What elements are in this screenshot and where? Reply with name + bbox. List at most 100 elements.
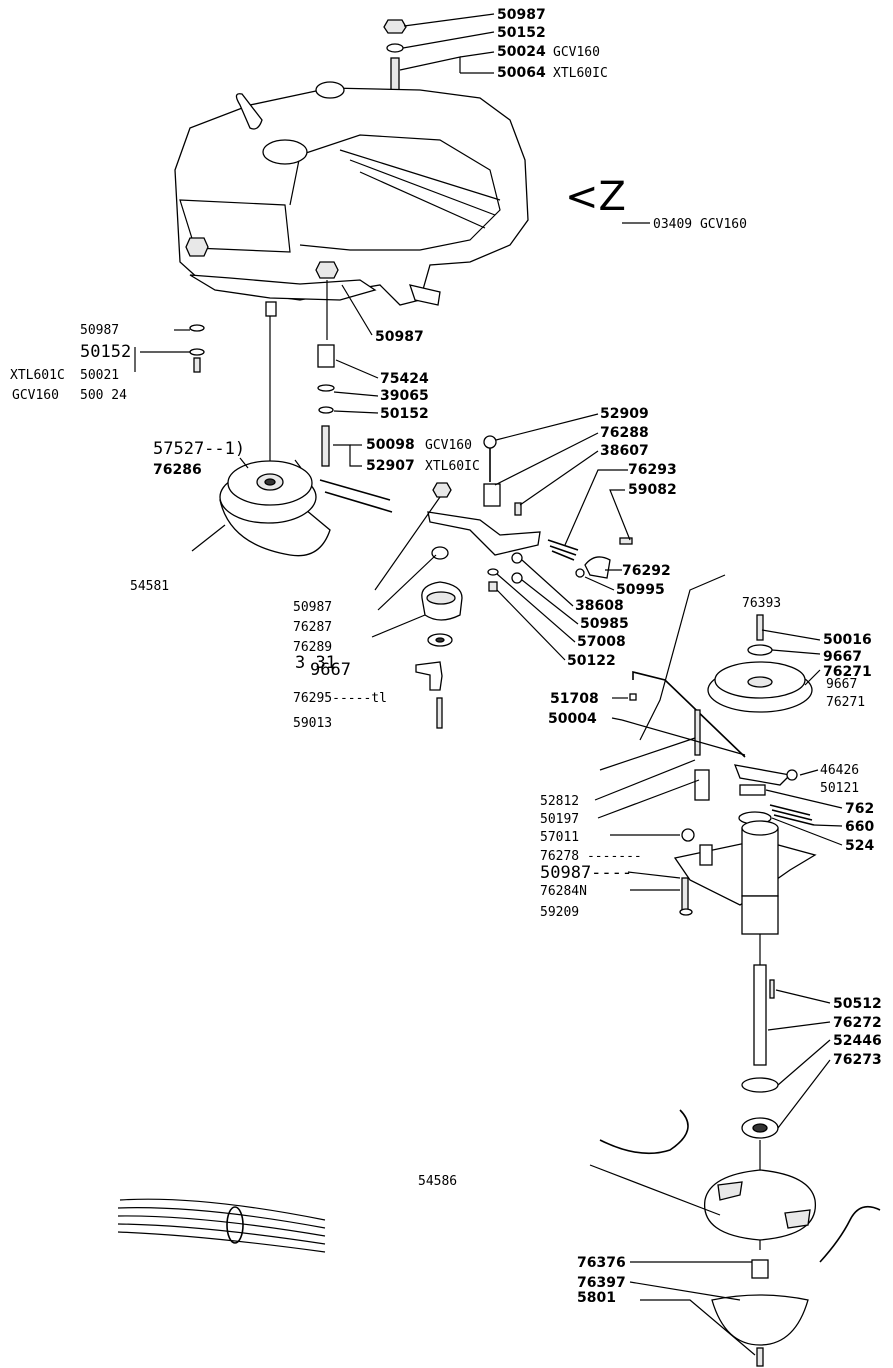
label-header-ref: <Z xyxy=(565,174,626,220)
spring-76293 xyxy=(547,539,579,561)
label-76289: 76289 xyxy=(293,640,332,655)
nut-50987-top xyxy=(383,19,407,34)
label-50064-top: 50064 xyxy=(497,65,546,81)
label-38607: 38607 xyxy=(600,443,649,459)
cup-76397 xyxy=(711,1294,809,1346)
label-50098: 50098 xyxy=(366,437,415,453)
shroud-line-2 xyxy=(349,159,496,216)
belt-strap xyxy=(319,479,393,513)
nut-50987-idler xyxy=(432,482,452,498)
bearing-76273-bore xyxy=(752,1123,768,1133)
washer-9667 xyxy=(747,644,773,656)
label-52909: 52909 xyxy=(600,406,649,422)
label-76272: 76272 xyxy=(833,1015,882,1031)
label-660: 660 xyxy=(845,819,874,835)
leader-lines xyxy=(134,13,843,1356)
label-50512: 50512 xyxy=(833,996,882,1012)
idler-pulley-group xyxy=(415,546,463,729)
rod-51708 xyxy=(632,670,746,758)
label-50987-engine: 50987 xyxy=(375,329,424,345)
nut-57011 xyxy=(681,828,695,842)
washer-57008 xyxy=(487,568,499,576)
label-50098-note: GCV160 xyxy=(425,438,472,453)
label-39065: 39065 xyxy=(380,388,429,404)
blade-disc xyxy=(704,1169,816,1241)
bolt-5801 xyxy=(756,1347,764,1367)
label-50024-left: 500 24 xyxy=(80,388,127,403)
trimmer-line-left xyxy=(599,1109,689,1155)
bolt-52909-head xyxy=(483,435,497,449)
label-50987-c: 50987---- xyxy=(540,863,632,883)
label-762: 762 xyxy=(845,801,874,817)
bundle-strand-1 xyxy=(119,1198,326,1221)
label-76278: 76278 ------- xyxy=(540,849,642,864)
nut-50122 xyxy=(488,581,498,592)
label-50987-b: 50987 xyxy=(293,600,332,615)
label-76287: 76287 xyxy=(293,620,332,635)
spacer-50197 xyxy=(694,769,710,801)
bundle-strand-3 xyxy=(117,1215,326,1237)
label-50985: 50985 xyxy=(580,616,629,632)
label-76288: 76288 xyxy=(600,425,649,441)
bolt-50021-left xyxy=(193,357,201,373)
pulley-bore xyxy=(264,478,276,486)
label-76271-a: 76271 xyxy=(823,664,872,680)
bundle-strand-4 xyxy=(117,1223,326,1245)
label-57527: 57527--1) xyxy=(153,439,245,459)
label-57011: 57011 xyxy=(540,830,579,845)
label-59013: 59013 xyxy=(293,716,332,731)
label-50024-top: 50024 xyxy=(497,44,546,60)
label-59082: 59082 xyxy=(628,482,677,498)
label-50987-top: 50987 xyxy=(497,7,546,23)
label-50021-left: 50021 xyxy=(80,368,119,383)
bolt-50098 xyxy=(321,425,330,467)
washer-50152-top xyxy=(386,43,404,53)
label-51708: 51708 xyxy=(550,691,599,707)
label-9667-c: 9667 xyxy=(826,677,857,692)
label-50016: 50016 xyxy=(823,632,872,648)
label-76376: 76376 xyxy=(577,1255,626,1271)
bearing-52446 xyxy=(741,1077,779,1093)
bolt-50024-top xyxy=(390,57,400,93)
spacer-76376 xyxy=(751,1259,769,1279)
label-76273: 76273 xyxy=(833,1052,882,1068)
blade-disc-group xyxy=(599,1109,881,1367)
label-50024-left-prefix: GCV160 xyxy=(12,388,59,403)
deck-plate-group xyxy=(673,709,817,935)
label-52907: 52907 xyxy=(366,458,415,474)
label-50121: 50121 xyxy=(820,781,859,796)
trimmer-line-bundle-54586 xyxy=(117,1198,326,1253)
engine-assembly xyxy=(174,19,529,470)
spacer-38608 xyxy=(511,552,523,564)
shroud-line-3 xyxy=(359,171,486,229)
label-76393: 76393 xyxy=(742,596,781,611)
spindle-shaft-group xyxy=(741,934,779,1250)
label-50995: 50995 xyxy=(616,582,665,598)
label-76284: 76284N xyxy=(540,884,587,899)
engine-housing xyxy=(174,87,529,306)
label-76292: 76292 xyxy=(622,563,671,579)
nut-50995 xyxy=(575,568,585,578)
key-50512 xyxy=(769,979,775,999)
label-9667-a: 9667 xyxy=(310,660,351,680)
blade-mount-right xyxy=(784,1209,811,1229)
spring-660 xyxy=(769,804,815,826)
pulley-key-right xyxy=(294,459,302,469)
bundle-strand-5 xyxy=(117,1231,326,1253)
control-rod xyxy=(629,670,746,758)
crankshaft-stub xyxy=(265,301,277,317)
bushing-76288 xyxy=(483,483,501,507)
idler-arm-plate xyxy=(427,511,541,556)
label-54586: 54586 xyxy=(418,1174,457,1189)
bracket-76295 xyxy=(415,661,443,691)
label-50024-top-note: GCV160 xyxy=(553,45,600,60)
idler-arm-assembly xyxy=(427,435,633,592)
label-524: 524 xyxy=(845,838,874,854)
label-50021-left-prefix: XTL601C xyxy=(10,368,65,383)
label-50004: 50004 xyxy=(548,711,597,727)
nut-59209 xyxy=(679,908,693,916)
idler-pulley-groove xyxy=(426,591,456,605)
spindle-housing-top xyxy=(741,820,779,836)
clip-50004 xyxy=(629,693,637,701)
